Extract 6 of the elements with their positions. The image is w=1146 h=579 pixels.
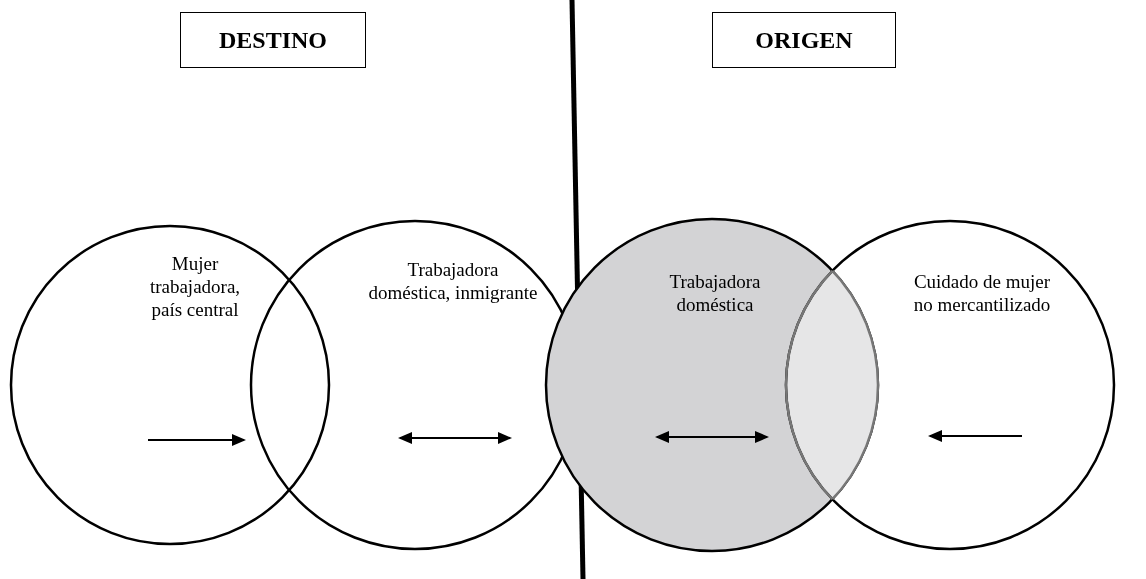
circle-text: Cuidado de mujer no mercantilizado [912,270,1052,316]
circle-text: Trabajadora doméstica, inmigrante [368,258,538,304]
heading-box: DESTINO [180,12,366,68]
circle-text: Mujer trabajadora, país central [148,252,242,321]
heading-box: ORIGEN [712,12,896,68]
circle-text: Trabajadora doméstica [668,270,762,316]
